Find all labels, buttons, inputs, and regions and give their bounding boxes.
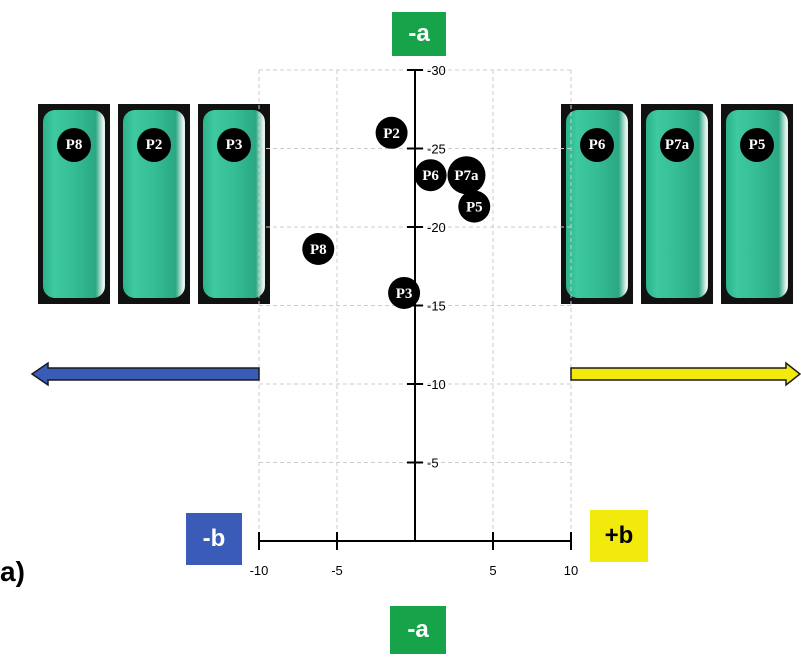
- data-point-marker: [447, 156, 486, 195]
- vial-photo: P6: [561, 104, 633, 304]
- vial-tag: P2: [137, 128, 171, 162]
- data-point: P3: [388, 276, 421, 309]
- vial-tag: P3: [217, 128, 251, 162]
- y-tick-label: -10: [427, 377, 446, 392]
- vial-group-right: P6 P7a P5: [561, 104, 793, 304]
- vial-photo: P2: [118, 104, 190, 304]
- vial-photo: P8: [38, 104, 110, 304]
- x-tick-label: 10: [564, 563, 578, 578]
- vial-group-left: P8 P2 P3: [38, 104, 270, 304]
- vial-tag: P6: [580, 128, 614, 162]
- vial-photo: P7a: [641, 104, 713, 304]
- data-point-marker: [302, 232, 335, 265]
- data-point-marker: [375, 116, 408, 149]
- y-tick-label: -30: [427, 63, 446, 78]
- vial-tag: P5: [740, 128, 774, 162]
- data-point-label: P5: [466, 200, 483, 216]
- y-tick-label: -5: [427, 456, 439, 471]
- right-arrow: [570, 361, 801, 387]
- vial-tag: P7a: [660, 128, 694, 162]
- data-point: P7a: [447, 156, 486, 195]
- axis-label-left: -b: [186, 513, 242, 565]
- arrows: [30, 361, 801, 387]
- data-point-label: P7a: [454, 168, 479, 184]
- data-point-marker: [388, 276, 421, 309]
- axis-label-top: -a: [392, 12, 446, 56]
- x-tick-label: 5: [489, 563, 496, 578]
- data-point-marker: [458, 190, 491, 223]
- axis-label-right: +b: [590, 510, 648, 562]
- data-point-marker: [414, 159, 447, 192]
- y-tick-label: -20: [427, 220, 446, 235]
- left-arrow: [30, 361, 260, 387]
- data-point-label: P2: [383, 126, 400, 142]
- data-point-label: P8: [310, 242, 327, 258]
- data-point: P5: [458, 190, 491, 223]
- axis-label-bottom: -a: [390, 606, 446, 654]
- x-tick-label: -10: [250, 563, 269, 578]
- x-tick-label: -5: [331, 563, 343, 578]
- data-point-label: P6: [422, 168, 439, 184]
- y-tick-label: -25: [427, 142, 446, 157]
- vial-photo: P3: [198, 104, 270, 304]
- data-point-label: P3: [396, 286, 413, 302]
- data-point: P2: [375, 116, 408, 149]
- panel-label: a): [0, 556, 25, 587]
- data-point: P6: [414, 159, 447, 192]
- y-tick-label: -15: [427, 299, 446, 314]
- data-point: P8: [302, 232, 335, 265]
- vial-photo: P5: [721, 104, 793, 304]
- axes: -10 -5 5 10 -5 -10 -15 -20 -25 -30: [250, 63, 579, 578]
- vial-tag: P8: [57, 128, 91, 162]
